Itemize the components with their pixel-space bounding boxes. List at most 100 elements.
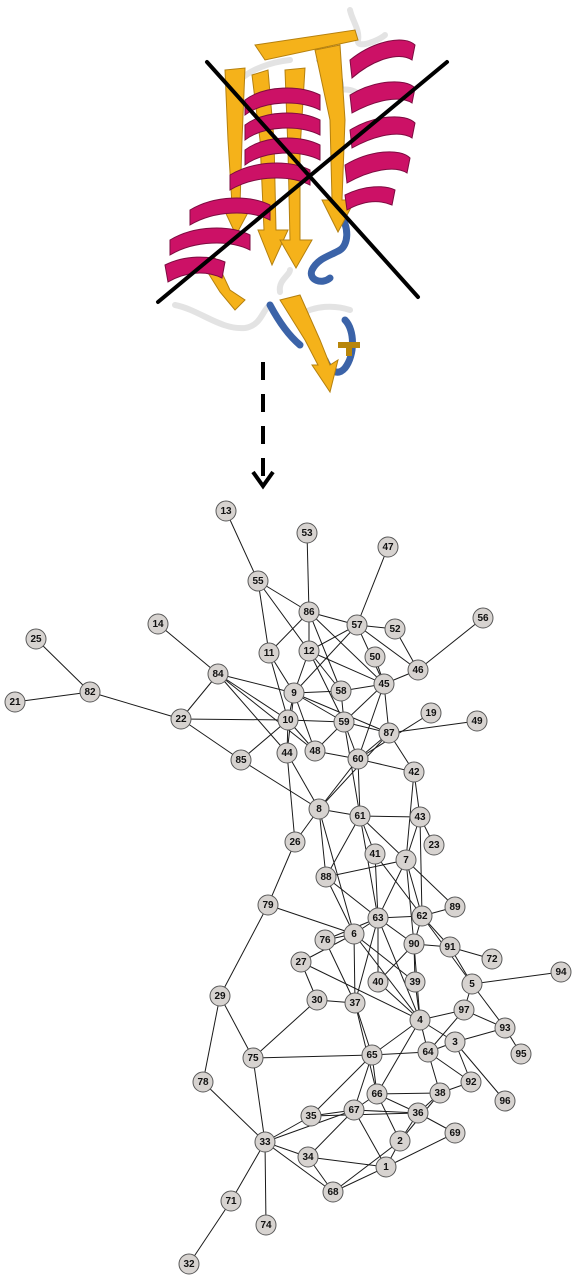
small-strand-marker <box>338 342 360 356</box>
node-52: 52 <box>384 618 406 640</box>
node-circle-65 <box>361 1044 383 1066</box>
node-label-69: 69 <box>449 1128 461 1139</box>
node-circle-97 <box>453 999 475 1021</box>
edge-6-37 <box>353 933 356 1004</box>
edge-8-88 <box>318 808 327 878</box>
node-label-56: 56 <box>477 613 489 624</box>
node-40: 40 <box>367 971 389 993</box>
node-circle-12 <box>298 640 320 662</box>
edge-29-78 <box>202 995 221 1083</box>
node-21: 21 <box>4 691 26 713</box>
node-44: 44 <box>276 742 298 764</box>
node-49: 49 <box>466 710 488 732</box>
alpha-helices <box>164 39 416 283</box>
node-circle-32 <box>178 1253 200 1275</box>
edge-34-1 <box>307 1156 387 1168</box>
edge-12-59 <box>308 650 345 723</box>
node-11: 11 <box>258 642 280 664</box>
node-circle-4 <box>409 1009 431 1031</box>
edge-5-94 <box>471 971 562 985</box>
node-label-91: 91 <box>444 942 456 953</box>
node-48: 48 <box>304 740 326 762</box>
node-label-27: 27 <box>295 957 307 968</box>
node-33: 33 <box>254 1131 276 1153</box>
node-label-52: 52 <box>389 624 401 635</box>
edge-7-88 <box>325 859 407 878</box>
node-75: 75 <box>242 1047 264 1069</box>
node-8: 8 <box>308 798 330 820</box>
node-circle-86 <box>298 601 320 623</box>
node-circle-22 <box>170 708 192 730</box>
edge-66-38 <box>376 1092 441 1095</box>
node-5: 5 <box>461 973 483 995</box>
node-circle-60 <box>347 748 369 770</box>
edge-84-44 <box>217 673 288 754</box>
node-label-40: 40 <box>372 977 384 988</box>
node-label-71: 71 <box>225 1196 237 1207</box>
edge-7-89 <box>405 859 456 908</box>
node-label-7: 7 <box>403 855 409 866</box>
node-label-46: 46 <box>412 665 424 676</box>
node-circle-56 <box>472 607 494 629</box>
node-label-43: 43 <box>414 812 426 823</box>
edge-53-86 <box>306 532 310 613</box>
node-30: 30 <box>306 989 328 1011</box>
node-label-44: 44 <box>281 748 293 759</box>
node-label-39: 39 <box>409 977 421 988</box>
edge-86-58 <box>308 611 342 692</box>
node-79: 79 <box>257 894 279 916</box>
edge-88-6 <box>325 876 355 935</box>
node-label-76: 76 <box>319 935 331 946</box>
node-circle-71 <box>220 1190 242 1212</box>
node-86: 86 <box>298 601 320 623</box>
dashed-arrow-head <box>251 470 275 490</box>
node-92: 92 <box>460 1071 482 1093</box>
node-label-26: 26 <box>289 837 301 848</box>
node-85: 85 <box>230 749 252 771</box>
node-circle-63 <box>367 907 389 929</box>
node-circle-5 <box>461 973 483 995</box>
node-circle-46 <box>407 659 429 681</box>
node-label-30: 30 <box>311 995 323 1006</box>
node-46: 46 <box>407 659 429 681</box>
edge-75-33 <box>252 1057 266 1143</box>
node-label-25: 25 <box>30 634 42 645</box>
node-label-64: 64 <box>422 1047 434 1058</box>
node-label-59: 59 <box>338 717 350 728</box>
node-13: 13 <box>215 500 237 522</box>
node-circle-89 <box>444 896 466 918</box>
node-7: 7 <box>395 849 417 871</box>
edge-59-61 <box>343 721 361 817</box>
node-25: 25 <box>25 628 47 650</box>
node-circle-94 <box>550 961 572 983</box>
node-circle-52 <box>384 618 406 640</box>
node-label-85: 85 <box>235 755 247 766</box>
node-34: 34 <box>297 1146 319 1168</box>
edge-44-8 <box>286 752 320 810</box>
node-circle-47 <box>377 536 399 558</box>
edge-86-45 <box>308 611 385 685</box>
node-circle-93 <box>494 1017 516 1039</box>
node-23: 23 <box>423 834 445 856</box>
node-97: 97 <box>453 999 475 1021</box>
edge-43-62 <box>419 816 423 917</box>
edge-33-74 <box>264 1141 267 1226</box>
node-label-87: 87 <box>383 728 395 739</box>
node-62: 62 <box>411 905 433 927</box>
node-circle-2 <box>389 1130 411 1152</box>
node-label-12: 12 <box>303 646 315 657</box>
edge-55-12 <box>257 580 310 652</box>
node-circle-74 <box>255 1214 277 1236</box>
edge-61-7 <box>359 815 407 861</box>
node-circle-26 <box>284 831 306 853</box>
edge-85-8 <box>240 759 320 810</box>
edge-84-10 <box>217 673 289 721</box>
node-circle-62 <box>411 905 433 927</box>
node-68: 68 <box>322 1181 344 1203</box>
edge-30-75 <box>252 999 318 1059</box>
node-label-36: 36 <box>412 1108 424 1119</box>
node-label-48: 48 <box>309 746 321 757</box>
node-label-66: 66 <box>371 1089 383 1100</box>
node-4: 4 <box>409 1009 431 1031</box>
node-circle-72 <box>481 948 503 970</box>
